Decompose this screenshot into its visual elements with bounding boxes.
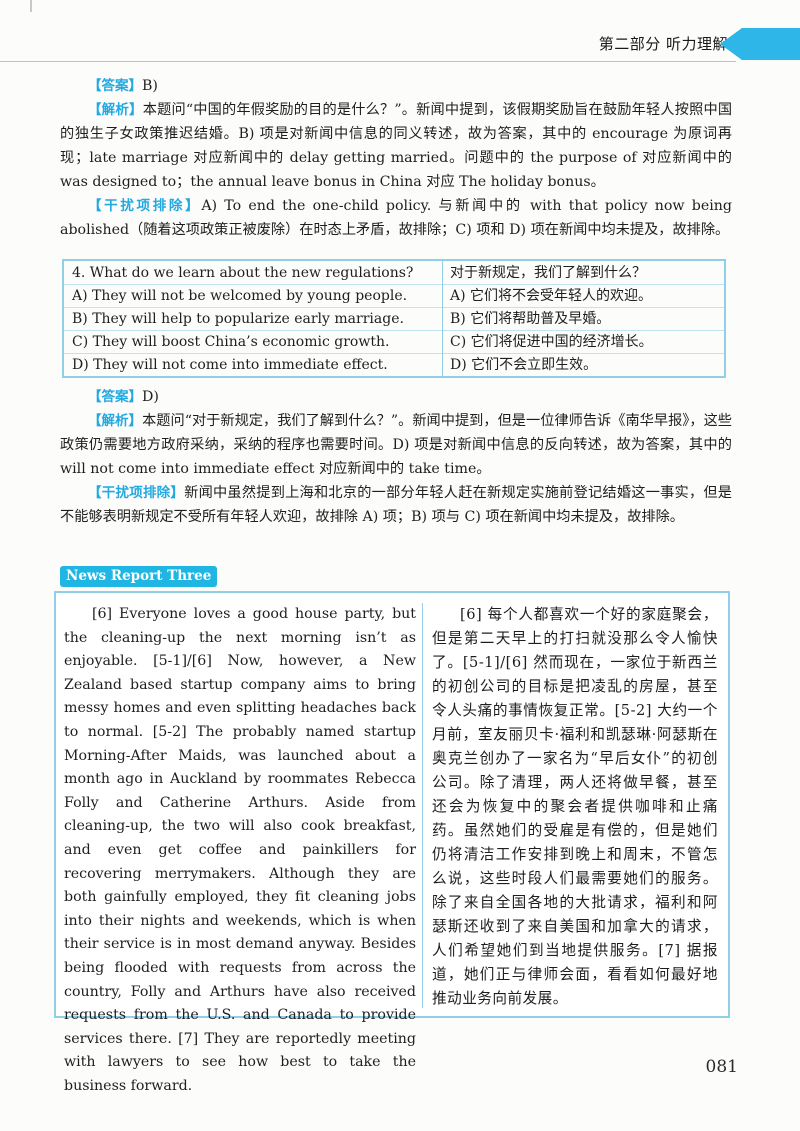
answer-value: B) <box>142 78 158 94</box>
question-stem: 4. What do we learn about the new regula… <box>72 265 414 281</box>
distractor-label: 【干扰项排除】 <box>88 485 185 501</box>
question-stem-zh: 对于新规定，我们了解到什么？ <box>450 265 646 281</box>
table-row-rule <box>64 284 724 285</box>
header-tab-arrow <box>720 28 742 60</box>
question-chinese-column: 对于新规定，我们了解到什么？ A) 它们将不会受年轻人的欢迎。 B) 它们将帮助… <box>450 262 720 377</box>
question-english-column: 4. What do we learn about the new regula… <box>72 262 438 377</box>
distractor-text: 新闻中虽然提到上海和北京的一部分年轻人赶在新规定实施前登记结婚这一事实，但是不能… <box>60 485 732 525</box>
answer-label: 【答案】 <box>88 389 142 405</box>
news-report-english: [6] Everyone loves a good house party, b… <box>64 603 416 1098</box>
table-row-rule <box>64 353 724 354</box>
header-tab <box>742 28 800 60</box>
q4-analysis: 【解析】本题问“对于新规定，我们了解到什么？”。新闻中提到，但是一位律师告诉《南… <box>60 409 732 481</box>
option-a: A) They will not be welcomed by young pe… <box>72 288 408 304</box>
option-b-zh: B) 它们将帮助普及早婚。 <box>450 311 611 327</box>
option-c-zh: C) 它们将促进中国的经济增长。 <box>450 334 653 350</box>
news-report-chinese: [6] 每个人都喜欢一个好的家庭聚会，但是第二天早上的打扫就没那么令人愉快了。[… <box>432 603 718 1011</box>
analysis-text: 本题问“对于新规定，我们了解到什么？”。新闻中提到，但是一位律师告诉《南华早报》… <box>60 413 732 477</box>
article-divider <box>422 603 423 1008</box>
table-row-rule <box>64 330 724 331</box>
header-rule <box>0 61 736 62</box>
option-b: B) They will help to popularize early ma… <box>72 311 404 327</box>
q4-distractor: 【干扰项排除】新闻中虽然提到上海和北京的一部分年轻人赶在新规定实施前登记结婚这一… <box>60 481 732 529</box>
table-row-rule <box>64 307 724 308</box>
analysis-text: 本题问“中国的年假奖励的目的是什么？”。新闻中提到，该假期奖励旨在鼓励年轻人按照… <box>60 102 733 190</box>
section-title: 第二部分 听力理解 <box>598 35 728 53</box>
q4-answer-line: 【答案】D) <box>60 385 732 409</box>
news-chinese-text: [6] 每个人都喜欢一个好的家庭聚会，但是第二天早上的打扫就没那么令人愉快了。[… <box>432 606 718 1007</box>
q4-explanation: 【答案】D) 【解析】本题问“对于新规定，我们了解到什么？”。新闻中提到，但是一… <box>60 385 732 529</box>
analysis-label: 【解析】 <box>88 102 143 118</box>
answer-value: D) <box>142 389 159 405</box>
option-d: D) They will not come into immediate eff… <box>72 357 388 373</box>
answer-label: 【答案】 <box>88 78 142 94</box>
question-4-table: 4. What do we learn about the new regula… <box>62 259 726 378</box>
page-number: 081 <box>705 1057 738 1077</box>
option-d-zh: D) 它们不会立即生效。 <box>450 357 598 373</box>
q3-distractor: 【干扰项排除】A) To end the one-child policy. 与… <box>60 194 732 242</box>
option-c: C) They will boost China’s economic grow… <box>72 334 390 350</box>
option-a-zh: A) 它们将不会受年轻人的欢迎。 <box>450 288 653 304</box>
q3-explanation: 【答案】B) 【解析】本题问“中国的年假奖励的目的是什么？”。新闻中提到，该假期… <box>60 74 732 242</box>
distractor-text: A) To end the one-child policy. 与新闻中的 wi… <box>60 198 732 238</box>
news-report-box: [6] Everyone loves a good house party, b… <box>54 591 730 1094</box>
distractor-label: 【干扰项排除】 <box>88 198 202 214</box>
q3-answer-line: 【答案】B) <box>60 74 732 98</box>
analysis-label: 【解析】 <box>88 413 143 429</box>
page-edge-mark <box>30 0 32 12</box>
q3-analysis: 【解析】本题问“中国的年假奖励的目的是什么？”。新闻中提到，该假期奖励旨在鼓励年… <box>60 98 732 194</box>
table-divider <box>442 261 443 376</box>
news-report-badge: News Report Three <box>60 566 218 587</box>
news-english-text: [6] Everyone loves a good house party, b… <box>64 606 416 1094</box>
page-header: 第二部分 听力理解 <box>0 18 800 70</box>
